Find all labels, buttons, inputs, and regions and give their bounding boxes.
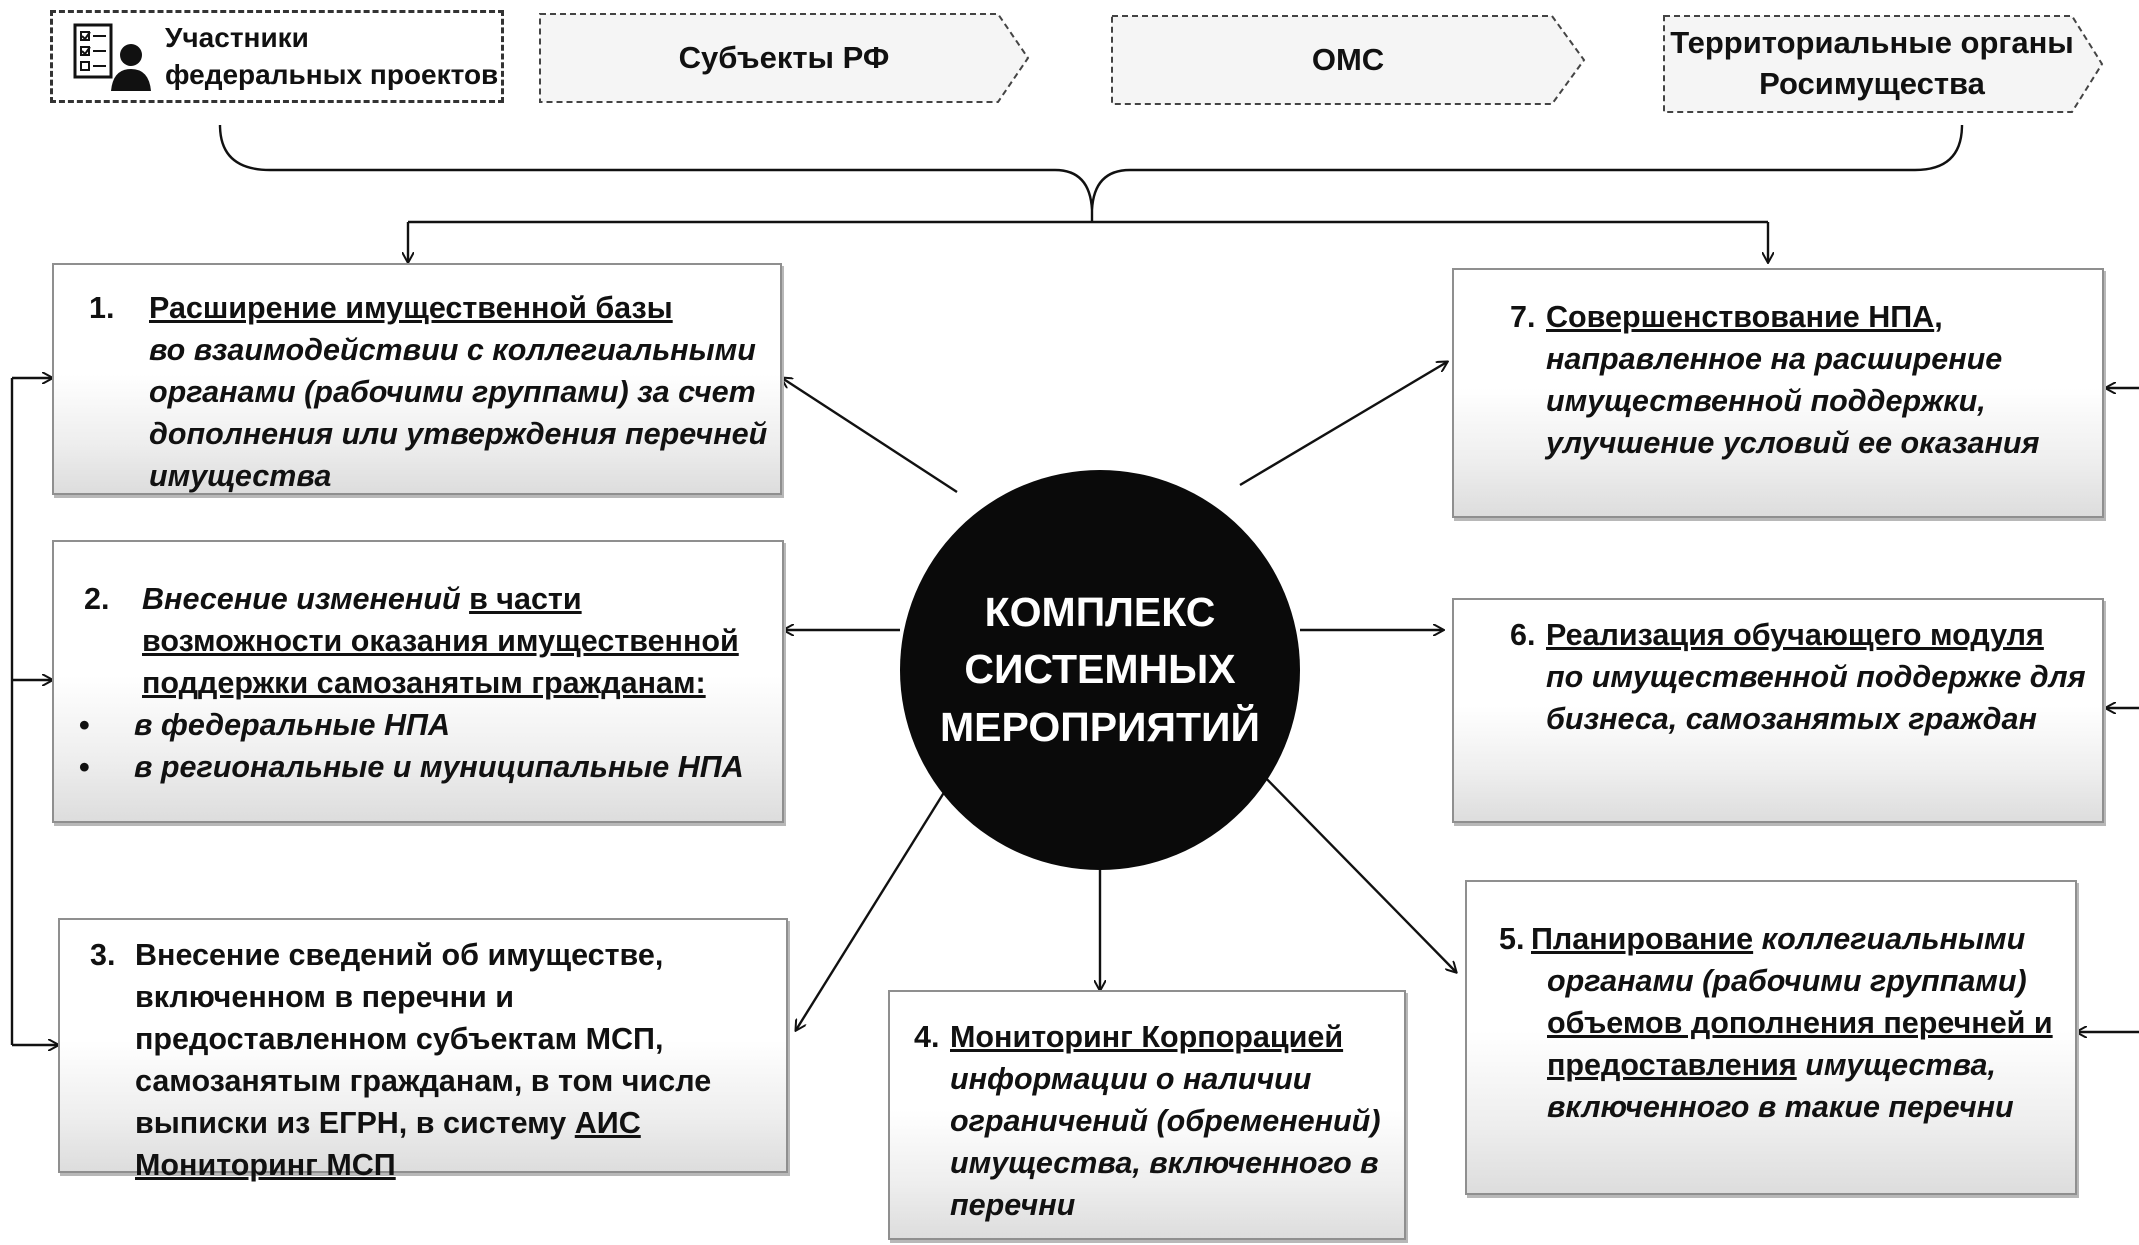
bullet-dot: • [79,708,90,742]
participant-rosimushchestvo: Территориальные органы Росимущества [1662,14,2104,114]
measure-lead: Внесение изменений [142,582,461,616]
arrow-center-to-7 [1239,362,1447,487]
measure-number: 5. [1499,922,1525,956]
measure-text: коллегиальными органами (рабочими группа… [1547,922,2027,999]
arrow-center-to-1 [782,378,958,494]
measure-text: во взаимодействии с коллегиальными орган… [149,333,768,494]
participant-subjects-rf: Субъекты РФ [538,12,1030,104]
participant-label: Участники федеральных проектов [165,21,499,90]
participant-federal-projects: Участники федеральных проектов [50,10,504,103]
participants-brace [218,124,1964,211]
measure-bullet: в федеральные НПА [134,708,450,742]
participant-label: ОМС [1311,41,1385,77]
measure-number: 7. [1510,300,1536,334]
person-checklist-icon [73,23,151,91]
measure-3-box: 3. Внесение сведений об имуществе, включ… [58,918,788,1182]
measure-text-2: имущества, включенного в такие перечни [1547,1048,2014,1125]
measure-bullet: в региональные и муниципальные НПА [134,750,744,785]
measure-title: в части возможности оказания имущественн… [142,582,739,701]
measure-title: Расширение имущественной базы [149,291,673,325]
measure-title: Мониторинг Корпорацией [950,1020,1344,1054]
center-circle: КОМПЛЕКС СИСТЕМНЫХ МЕРОПРИЯТИЙ [900,470,1300,870]
measure-text: направленное на расширение имущественной… [1546,342,2040,461]
measure-6-box: 6. Реализация обучающего модуля по имуще… [1452,598,2104,823]
measure-title: Планирование [1531,922,1754,956]
measure-text: Внесение сведений об имуществе, включенн… [135,938,712,1141]
measure-2-box: 2. Внесение изменений в части возможност… [52,540,784,823]
arrow-center-to-3 [796,769,960,1030]
measure-4-box: 4. Мониторинг Корпорацией информации о н… [888,990,1406,1240]
participant-oms: ОМС [1110,14,1586,106]
measure-link: АИС Мониторинг МСП [135,1106,641,1183]
measure-number: 3. [90,938,116,972]
measure-number: 2. [84,582,110,616]
measure-comma: , [1934,300,1943,334]
center-label: КОМПЛЕКС СИСТЕМНЫХ МЕРОПРИЯТИЙ [940,588,1260,750]
participant-label: Территориальные органы Росимущества [1670,25,2074,101]
measure-7-box: 7. Совершенствование НПА, направленное н… [1452,268,2104,518]
measure-title-2: объемов дополнения перечней и предоставл… [1547,1006,2053,1083]
measure-text: по имущественной поддержке для бизнеса, … [1546,660,2086,737]
participant-label: Субъекты РФ [678,39,890,75]
bullet-dot: • [79,750,90,785]
arrow-center-to-5 [1254,766,1456,972]
measure-number: 6. [1510,618,1536,652]
measure-title: Совершенствование НПА [1546,300,1935,334]
measure-5-box: 5. Планирование коллегиальными органами … [1465,880,2077,1195]
measure-1-box: 1. Расширение имущественной базы во взаи… [52,263,782,495]
measure-title: Реализация обучающего модуля [1546,618,2044,652]
measure-text: информации о наличии ограничений (обреме… [950,1062,1381,1223]
measure-number: 1. [89,291,115,325]
measure-number: 4. [914,1020,940,1054]
